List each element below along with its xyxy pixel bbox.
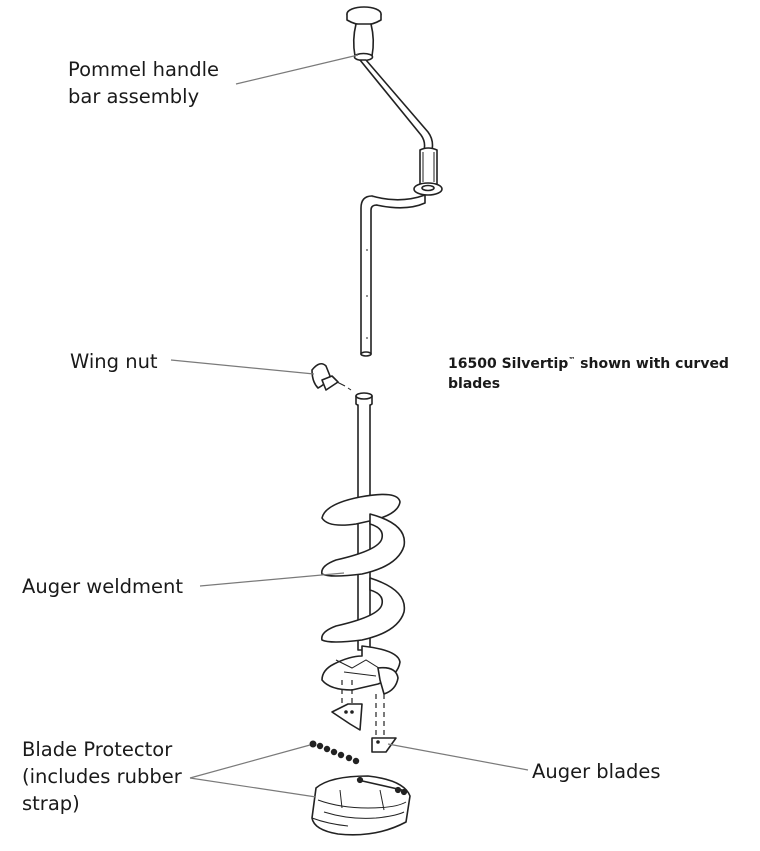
auger-blades-label: Auger blades bbox=[532, 760, 661, 783]
auger-weldment bbox=[320, 392, 406, 695]
blade-protector-label-line-3: strap) bbox=[22, 792, 80, 815]
model-caption: 16500 Silvertip™ shown with curved blade… bbox=[448, 350, 729, 394]
pommel-handle-bar-assembly bbox=[346, 6, 443, 357]
auger-weldment-label: Auger weldment bbox=[22, 575, 184, 598]
pommel-label-line-1: Pommel handle bbox=[68, 58, 220, 81]
pommel-label-line-2: bar assembly bbox=[68, 85, 200, 108]
caption-line-1-rest: shown with curved bbox=[575, 356, 729, 372]
caption-model-name: 16500 Silvertip bbox=[448, 356, 569, 372]
pommel-handle-label: Pommel handle bar assembly bbox=[68, 56, 219, 110]
leader-lines bbox=[170, 54, 529, 798]
trademark-symbol: ™ bbox=[568, 356, 576, 364]
blade-protector-label: Blade Protector (includes rubber strap) bbox=[22, 736, 182, 817]
blade-protector-label-line-1: Blade Protector bbox=[22, 738, 173, 761]
blade-protector-label-line-2: (includes rubber bbox=[22, 765, 182, 788]
blade-protector bbox=[309, 740, 411, 836]
wing-nut-label: Wing nut bbox=[70, 350, 158, 373]
auger-blades bbox=[331, 703, 397, 753]
caption-line-1: 16500 Silvertip™ shown with curved bbox=[448, 350, 729, 374]
wing-nut bbox=[311, 362, 352, 391]
caption-line-2: blades bbox=[448, 376, 501, 392]
